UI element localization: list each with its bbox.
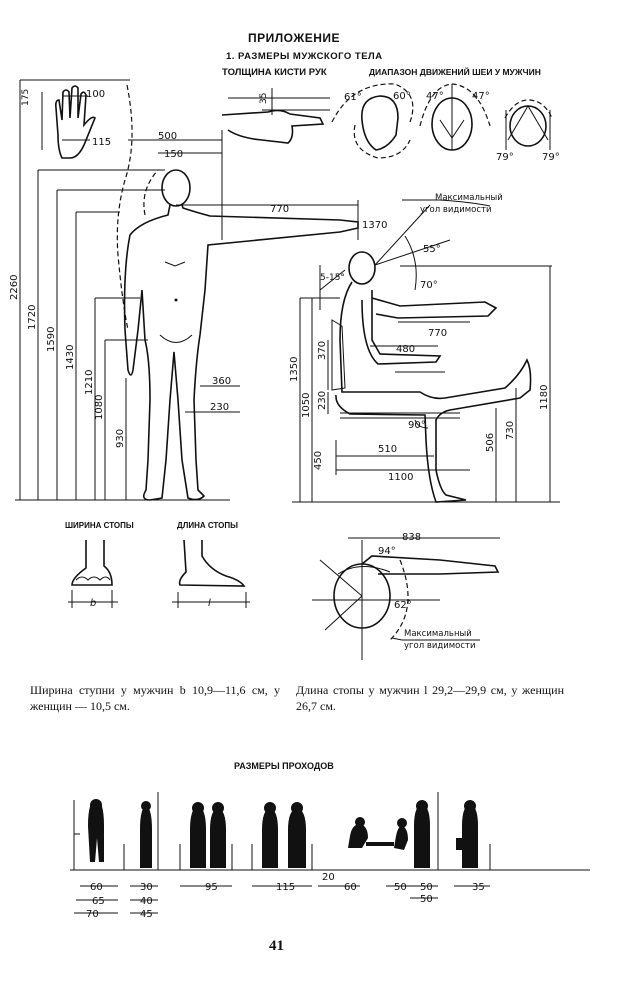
- dim-500: 500: [158, 131, 177, 142]
- dim-150: 150: [164, 149, 183, 160]
- angle-55: 55°: [423, 244, 441, 255]
- foot-length-l: l: [208, 598, 211, 609]
- appendix-title: ПРИЛОЖЕНИЕ: [248, 31, 340, 45]
- dim-930: 930: [115, 429, 126, 448]
- pass-dim-65: 65: [92, 896, 105, 907]
- pass-dim-40: 40: [140, 896, 153, 907]
- neck-angle-47-right: 47°: [472, 91, 490, 102]
- foot-length-text: Длина стопы у мужчин l 29,2—29,9 см, у ж…: [296, 683, 564, 713]
- seated-figure: [292, 199, 560, 503]
- dim-100: 100: [86, 89, 105, 100]
- dim-230: 230: [210, 402, 229, 413]
- seated-dim-1350: 1350: [289, 357, 300, 382]
- dim-1720: 1720: [27, 305, 38, 330]
- dim-1430: 1430: [65, 345, 76, 370]
- torso: [123, 204, 359, 501]
- max-view-angle-label-2: угол видимости: [420, 205, 492, 215]
- seated-dim-506: 506: [485, 433, 496, 452]
- pass-dim-60b: 60: [344, 882, 357, 893]
- max-view-angle-label-1: Максимальный: [435, 193, 503, 203]
- hand-thickness-label: ТОЛЩИНА КИСТИ РУК: [222, 67, 327, 78]
- head: [161, 169, 191, 207]
- neck-angle-61: 61°: [344, 92, 362, 103]
- seated-dim-450: 450: [313, 451, 324, 470]
- seated-dim-370: 370: [317, 341, 328, 360]
- seated-labels: Максимальный угол видимости 55° 70° 5-15…: [289, 193, 550, 483]
- pass-dim-50c: 50: [420, 894, 433, 905]
- angle-5-15: 5-15°: [320, 273, 345, 283]
- dim-1370: 1370: [362, 220, 387, 231]
- dim-115: 115: [92, 137, 111, 148]
- neck-angle-79-left: 79°: [496, 152, 514, 163]
- angle-70: 70°: [420, 280, 438, 291]
- hand-drawing: [55, 85, 96, 159]
- seated-dim-770: 770: [428, 328, 447, 339]
- standing-dim-labels: 175 100 115 2260 1720 1590 1430 1210 108…: [9, 89, 387, 448]
- seated-dim-1100: 1100: [388, 472, 413, 483]
- pass-dim-70: 70: [86, 909, 99, 920]
- top-angle-94: 94°: [378, 546, 396, 557]
- top-dim-838: 838: [402, 532, 421, 543]
- dim-770: 770: [270, 204, 289, 215]
- pass-dim-60: 60: [90, 882, 103, 893]
- seated-dim-480: 480: [396, 344, 415, 355]
- seated-dim-230: 230: [317, 391, 328, 410]
- pass-dim-35: 35: [472, 882, 485, 893]
- dim-1210: 1210: [84, 370, 95, 395]
- pass-dim-45: 45: [140, 909, 153, 920]
- neck-range-label: ДИАПАЗОН ДВИЖЕНИЙ ШЕИ У МУЖЧИН: [369, 67, 541, 77]
- seated-dim-1180: 1180: [539, 385, 550, 410]
- seated-dim-1050: 1050: [301, 393, 312, 418]
- section-title: 1. РАЗМЕРЫ МУЖСКОГО ТЕЛА: [226, 51, 383, 62]
- pass-dim-30: 30: [140, 882, 153, 893]
- dim-1080: 1080: [94, 395, 105, 420]
- foot-width-label: ШИРИНА СТОПЫ: [65, 521, 134, 530]
- pass-dim-115: 115: [276, 882, 295, 893]
- dim-1590: 1590: [46, 327, 57, 352]
- top-view-drawing: 838 94° 62° Максимальный угол видимости: [312, 532, 500, 660]
- dim-2260: 2260: [9, 275, 20, 300]
- standing-figure: [15, 79, 359, 501]
- passages-title: РАЗМЕРЫ ПРОХОДОВ: [234, 761, 334, 771]
- seated-dim-730: 730: [505, 421, 516, 440]
- pass-dim-50a: 50: [394, 882, 407, 893]
- neck-angle-47-left: 47°: [426, 91, 444, 102]
- pass-dim-50b: 50: [420, 882, 433, 893]
- dim-35: 35: [259, 93, 269, 104]
- page-number: 41: [269, 938, 284, 954]
- foot-length-label: ДЛИНА СТОПЫ: [177, 521, 238, 530]
- foot-width-text: Ширина ступни у мужчин b 10,9—11,6 см, у…: [30, 683, 280, 713]
- neck-angle-79-right: 79°: [542, 152, 560, 163]
- top-view-label-1: Максимальный: [404, 629, 472, 639]
- passages-drawing: [70, 792, 590, 914]
- pass-dim-20: 20: [322, 872, 335, 883]
- neck-range-drawing: 61° 60° 47° 47° 79° 79°: [331, 83, 560, 163]
- foot-side: [178, 539, 246, 587]
- passage-dim-labels: 60 65 70 30 40 45 95 115 20 60 50 50 50 …: [86, 872, 485, 920]
- dim-360: 360: [212, 376, 231, 387]
- neck-angle-60: 60°: [393, 91, 411, 102]
- seated-dim-510: 510: [378, 444, 397, 455]
- foot-front: [71, 540, 113, 586]
- dim-175: 175: [21, 89, 31, 106]
- top-view-label-2: угол видимости: [404, 641, 476, 651]
- foot-width-b: b: [90, 598, 96, 609]
- angle-90: 90°: [408, 420, 426, 431]
- top-angle-62: 62°: [394, 600, 412, 611]
- pass-dim-95: 95: [205, 882, 218, 893]
- hand-thickness-drawing: 35: [221, 88, 330, 144]
- foot-drawings: b l: [68, 539, 250, 609]
